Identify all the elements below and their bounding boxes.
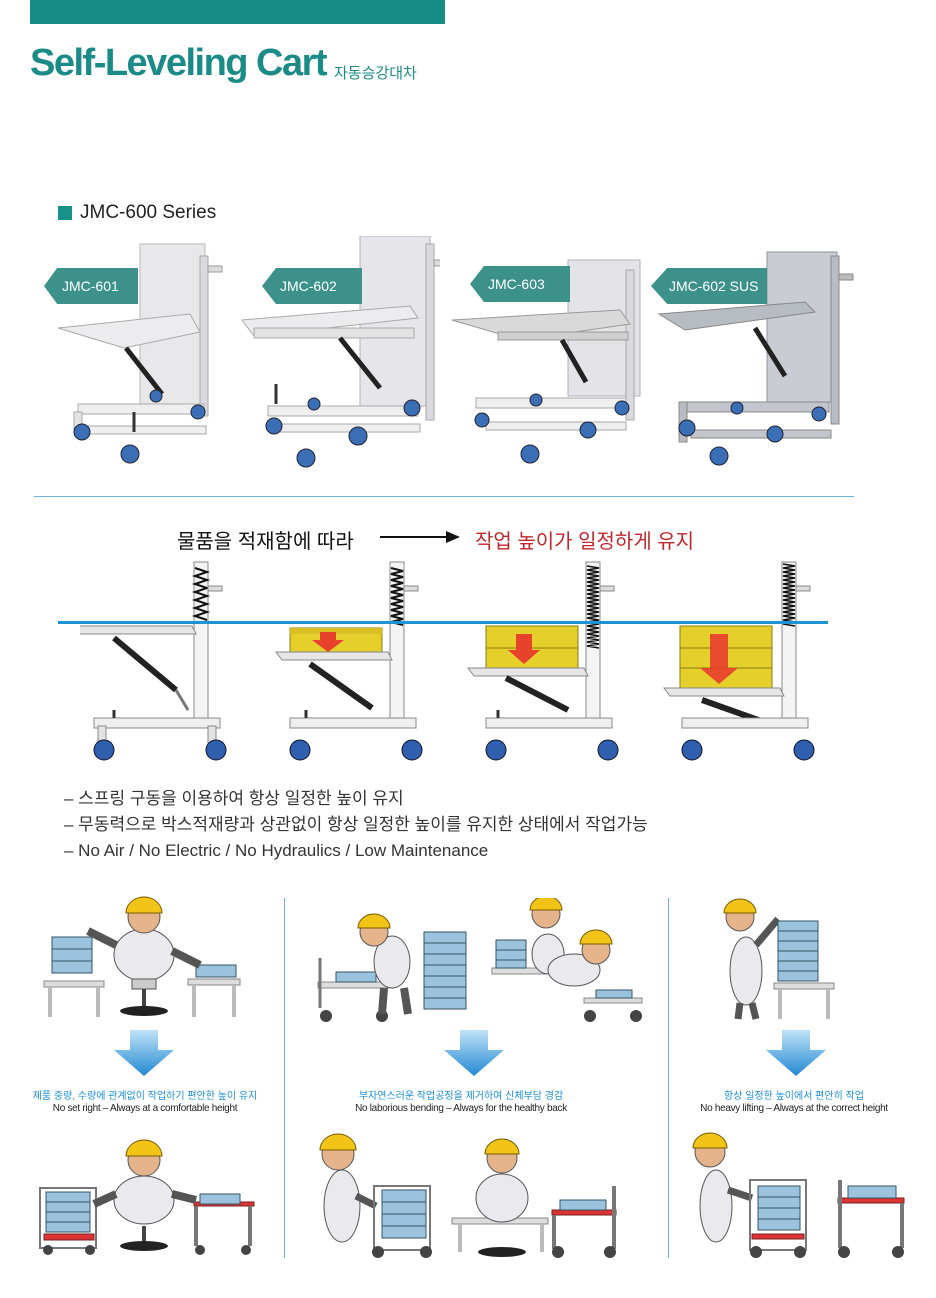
illustration-workers-bending <box>312 895 652 1026</box>
illustration-worker-lifting <box>716 895 846 1025</box>
benefit-caption: 항상 일정한 높이에서 편안히 작업 No heavy lifting – Al… <box>684 1091 904 1115</box>
cart-diagram-empty <box>59 561 227 761</box>
column-divider <box>284 898 285 1258</box>
model-tag: JMC-601 <box>44 268 138 304</box>
product-jmc-601: JMC-601 <box>44 236 230 472</box>
down-arrow-icon <box>114 1030 174 1076</box>
benefit-ko: 부자연스러운 작업공정을 제거하여 신체부담 경감 <box>358 1091 564 1102</box>
cart-diagram-three-boxes <box>663 561 815 761</box>
illustration-worker-reaching <box>40 895 250 1025</box>
flow-left-text: 물품을 적재함에 따라 <box>177 531 354 553</box>
cart-diagram-one-box <box>275 561 423 761</box>
feature-item: – No Air / No Electric / No Hydraulics /… <box>64 841 489 860</box>
leveling-diagram <box>59 560 840 770</box>
series-heading: JMC-600 Series <box>80 202 217 223</box>
feature-list: – 스프링 구동을 이용하여 항상 일정한 높이 유지 – 무동력으로 박스적재… <box>64 786 648 864</box>
column-divider <box>668 898 669 1258</box>
benefit-en: No heavy lifting – Always at the correct… <box>700 1103 888 1114</box>
series-bullet-icon <box>58 206 72 220</box>
illustration-worker-correct-height <box>688 1124 912 1260</box>
cart-illustration <box>451 259 641 464</box>
product-jmc-602: JMC-602 <box>240 235 447 472</box>
right-arrow-icon <box>380 531 460 543</box>
illustration-workers-upright <box>312 1126 652 1260</box>
feature-item: – 무동력으로 박스적재량과 상관없이 항상 일정한 높이를 유지한 상태에서 … <box>64 815 648 834</box>
constant-height-line <box>58 621 828 624</box>
benefit-ko: 항상 일정한 높이에서 편안히 작업 <box>724 1091 864 1102</box>
benefit-en: No set right – Always at a comfortable h… <box>52 1103 238 1114</box>
cart-illustration <box>657 251 854 466</box>
illustration-worker-comfortable <box>34 1130 264 1260</box>
benefit-caption: 부자연스러운 작업공정을 제거하여 신체부담 경감 No laborious b… <box>316 1091 606 1115</box>
page-title: Self-Leveling Cart <box>30 42 328 84</box>
feature-item: – 스프링 구동을 이용하여 항상 일정한 높이 유지 <box>64 789 404 808</box>
cart-illustration <box>57 243 223 464</box>
flow-right-text: 작업 높이가 일정하게 유지 <box>475 531 695 553</box>
model-tag: JMC-602 SUS <box>651 268 767 304</box>
section-divider <box>34 496 854 497</box>
product-jmc-603: JMC-603 <box>450 250 650 472</box>
header-bar <box>30 0 445 24</box>
benefit-ko: 제품 중량, 수량에 관계없이 작업하기 편안한 높이 유지 <box>32 1091 258 1102</box>
cart-illustration <box>241 235 447 468</box>
model-tag: JMC-603 <box>470 266 570 302</box>
page-subtitle: 자동승강대차 <box>334 65 417 82</box>
down-arrow-icon <box>766 1030 826 1076</box>
down-arrow-icon <box>444 1030 504 1076</box>
product-jmc-602-sus: JMC-602 SUS <box>651 248 855 472</box>
model-tag: JMC-602 <box>262 268 362 304</box>
cart-diagram-two-boxes <box>467 561 619 761</box>
benefit-en: No laborious bending – Always for the he… <box>355 1103 567 1114</box>
benefit-caption: 제품 중량, 수량에 관계없이 작업하기 편안한 높이 유지 No set ri… <box>20 1091 270 1115</box>
